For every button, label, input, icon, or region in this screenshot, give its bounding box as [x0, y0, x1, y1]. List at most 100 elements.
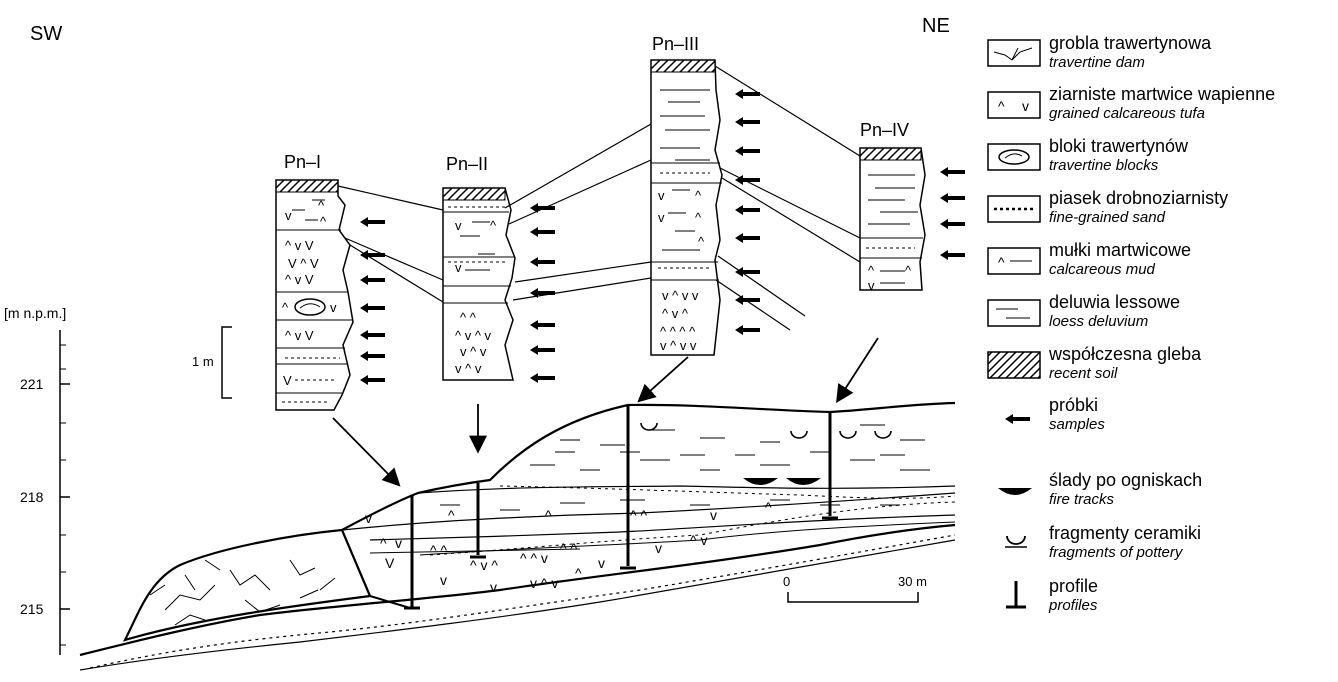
svg-text:^: ^: [490, 218, 497, 233]
svg-text:^ v V: ^ v V: [285, 328, 314, 343]
svg-text:^: ^: [318, 198, 325, 213]
svg-text:^: ^: [698, 234, 705, 249]
svg-text:v: v: [658, 210, 665, 225]
legend-label-en: fine-grained sand: [1049, 209, 1166, 226]
svg-text:v: v: [285, 208, 292, 223]
svg-text:^ ^: ^ ^: [460, 310, 477, 325]
svg-text:v: v: [440, 572, 447, 588]
legend-label-en: travertine dam: [1049, 54, 1145, 71]
horizontal-scale-end: 30 m: [898, 574, 927, 589]
svg-text:v: v: [490, 579, 497, 595]
svg-text:^: ^: [448, 507, 455, 523]
legend-label-pl: ślady po ogniskach: [1049, 470, 1202, 490]
svg-text:v ^ v: v ^ v: [460, 344, 487, 359]
pottery-fragment-icon: [1007, 536, 1025, 544]
legend-item-fire-tracks: ślady po ogniskach fire tracks: [998, 470, 1202, 508]
legend-label-en: grained calcareous tufa: [1049, 105, 1205, 122]
svg-text:^: ^: [380, 535, 387, 551]
vertical-scale-bar: 1 m: [192, 327, 232, 398]
svg-text:v: v: [395, 535, 402, 551]
svg-text:v ^ v: v ^ v: [530, 575, 558, 591]
elevation-unit: [m n.p.m.]: [4, 305, 66, 321]
svg-text:V ^ V: V ^ V: [288, 256, 319, 271]
profile-label-pn-i: Pn–I: [284, 152, 321, 172]
svg-text:v: v: [655, 540, 662, 556]
svg-text:^ v V: ^ v V: [285, 272, 314, 287]
svg-text:^ ^: ^ ^: [630, 507, 647, 523]
legend-item-samples: próbki samples: [1005, 395, 1105, 433]
fire-track-icon: [998, 488, 1032, 495]
profile-label-pn-ii: Pn–II: [446, 154, 488, 174]
vertical-scale-label: 1 m: [192, 354, 214, 369]
svg-text:^ ^: ^ ^: [430, 542, 447, 558]
legend-item-pottery: fragmenty ceramiki fragments of pottery: [1005, 523, 1201, 561]
legend-item-recent-soil: współczesna gleba recent soil: [988, 344, 1202, 382]
legend-item-calcareous-mud: ^ mułki martwicowe calcareous mud: [988, 240, 1191, 278]
loess-deluvium-icon: [988, 300, 1040, 326]
svg-text:^ ^: ^ ^: [560, 540, 577, 556]
recent-soil-icon: [988, 352, 1040, 378]
svg-text:v: v: [365, 510, 372, 526]
cross-section: v^^ ^ ^v^ ^vV ^ ^^ v ^^ ^ v ^ ^vv v ^ v^…: [80, 403, 955, 670]
sample-arrow-icon: [360, 217, 385, 227]
legend-label-pl: grobla trawertynowa: [1049, 33, 1212, 53]
correlation-lines: [338, 66, 860, 330]
legend-item-travertine-blocks: bloki trawertynów travertine blocks: [988, 136, 1189, 174]
svg-text:v ^ v v: v ^ v v: [660, 338, 697, 353]
svg-text:^: ^: [998, 98, 1005, 114]
svg-text:^: ^: [545, 507, 552, 523]
svg-text:^: ^: [282, 300, 289, 315]
grained-tufa-icon: [988, 92, 1040, 118]
profile-label-pn-iii: Pn–III: [652, 34, 699, 54]
legend-label-en: travertine blocks: [1049, 157, 1159, 174]
elevation-tick-218: 218: [20, 489, 44, 505]
svg-text:v: v: [710, 507, 717, 523]
profile-label-pn-iv: Pn–IV: [860, 120, 909, 140]
svg-text:^ v ^: ^ v ^: [470, 557, 498, 573]
legend-item-loess-deluvium: deluwia lessowe loess deluvium: [988, 292, 1180, 330]
legend-label-en: profiles: [1048, 597, 1098, 614]
profile-column-pn-iv: Pn–IV ^^v: [860, 120, 925, 293]
legend-label-en: samples: [1049, 416, 1105, 433]
svg-text:v: v: [658, 188, 665, 203]
horizontal-scale-bar: 0 30 m: [783, 574, 927, 602]
legend-item-profiles: profile profiles: [1006, 576, 1098, 614]
profile-column-pn-iii: Pn–III v^ v^^ v ^ v v^ v ^ ^ ^ ^ ^v ^ v …: [651, 34, 722, 355]
travertine-blocks-icon: [988, 144, 1040, 170]
legend-label-en: calcareous mud: [1049, 261, 1156, 278]
elevation-tick-215: 215: [20, 601, 44, 617]
pottery-fragment-icon: [641, 423, 891, 438]
elevation-tick-221: 221: [20, 376, 44, 392]
legend-label-en: fire tracks: [1049, 491, 1115, 508]
svg-text:^: ^: [998, 254, 1005, 270]
profile-marker-icon: [1006, 581, 1026, 607]
horizontal-scale-start: 0: [783, 574, 790, 589]
svg-text:v: v: [455, 218, 462, 233]
svg-text:v: v: [1022, 98, 1029, 114]
svg-text:^: ^: [695, 210, 702, 225]
legend-label-pl: profile: [1049, 576, 1098, 596]
legend-label-en: loess deluvium: [1049, 313, 1148, 330]
svg-text:^: ^: [695, 188, 702, 203]
svg-text:^ v ^ v: ^ v ^ v: [455, 328, 492, 343]
legend-label-pl: deluwia lessowe: [1049, 292, 1180, 312]
legend-label-pl: próbki: [1049, 395, 1098, 415]
legend-item-fine-sand: piasek drobnoziarnisty fine-grained sand: [988, 188, 1228, 226]
svg-text:V: V: [385, 555, 395, 571]
svg-text:v ^ v: v ^ v: [455, 361, 482, 376]
profile-column-pn-i: Pn–I v^^ ^ v VV ^ V^ v V ^v ^ v V V: [276, 152, 353, 410]
legend-label-pl: mułki martwicowe: [1049, 240, 1191, 260]
legend-label-pl: piasek drobnoziarnisty: [1049, 188, 1228, 208]
legend-label-pl: bloki trawertynów: [1049, 136, 1189, 156]
profile-markers: [404, 405, 838, 608]
svg-text:^: ^: [765, 499, 772, 515]
legend-label-pl: fragmenty ceramiki: [1049, 523, 1201, 543]
svg-text:v: v: [330, 300, 337, 315]
elevation-axis: [m n.p.m.] 221 218 215: [4, 305, 70, 655]
svg-text:v ^ v v: v ^ v v: [662, 288, 699, 303]
legend-label-en: recent soil: [1049, 365, 1118, 382]
svg-text:^ ^ v: ^ ^ v: [520, 550, 548, 566]
legend-label-pl: ziarniste martwice wapienne: [1049, 84, 1275, 104]
